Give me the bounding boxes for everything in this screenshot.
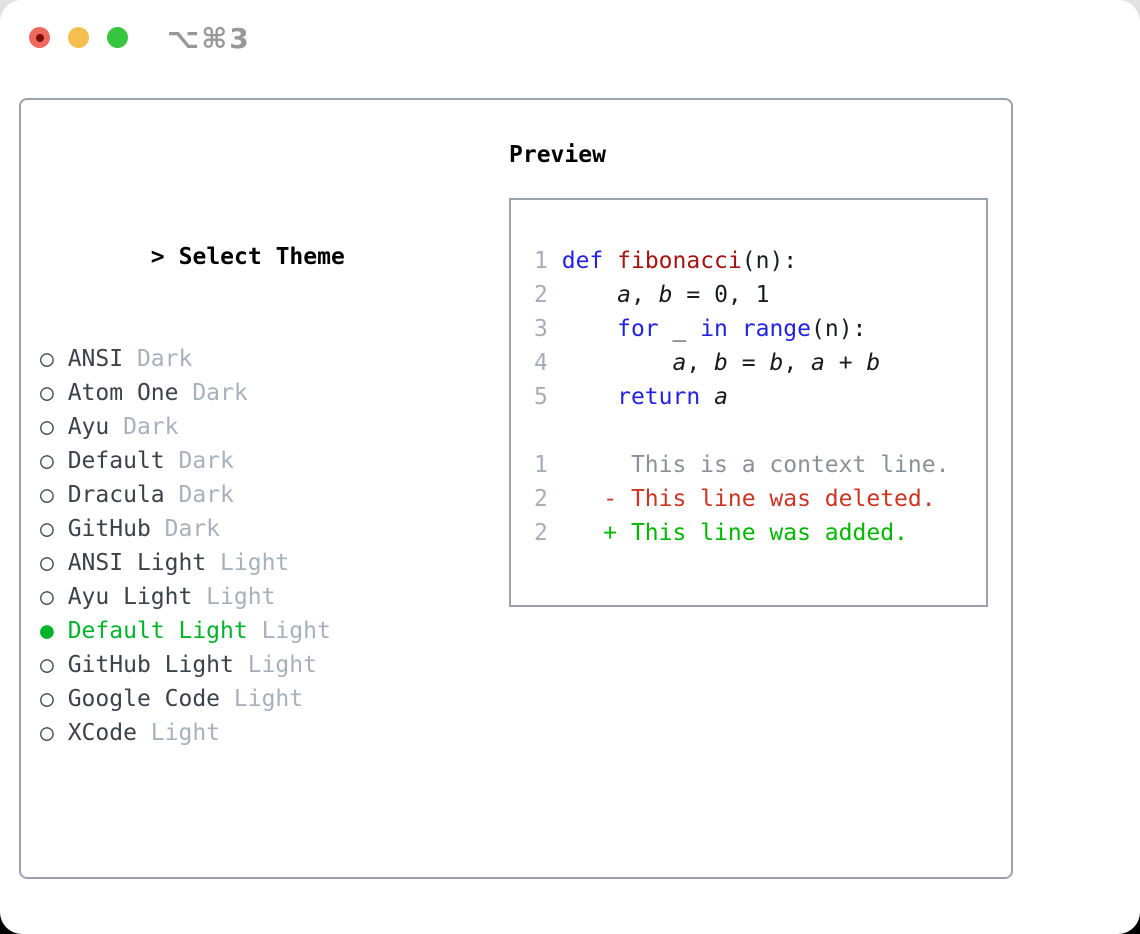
option-label: ANSI Light [67, 550, 207, 576]
option-variant-label: Light [192, 584, 276, 610]
preview-column: Preview 1 def fibonacci(n): 2 a, b = 0, 1… [509, 138, 988, 607]
code-line: 4 a, b = b, a + b [534, 350, 881, 376]
close-button[interactable] [29, 27, 50, 48]
theme-option[interactable]: ○ Dracula Dark [40, 478, 428, 512]
line-number: 3 [534, 316, 548, 342]
radio-icon: ○ [40, 482, 68, 508]
code-line: 3 for _ in range(n): [534, 316, 867, 342]
option-label: Ayu [67, 414, 110, 440]
option-variant-label: Light [136, 720, 221, 746]
radio-icon: ○ [40, 448, 68, 474]
radio-icon: ○ [40, 516, 68, 542]
option-variant-label: Light [206, 550, 290, 576]
option-variant-label: Light [233, 652, 317, 678]
theme-option[interactable]: ○ Google Code Light [40, 682, 428, 716]
radio-icon: ○ [40, 584, 68, 610]
theme-option[interactable]: ○ ANSI Light Light [40, 546, 428, 580]
theme-option[interactable]: ○ GitHub Dark [40, 512, 428, 546]
option-variant-label: Dark [178, 380, 248, 406]
code-line: 5 return a [534, 384, 728, 410]
line-number: 2 [534, 520, 548, 546]
line-number: 2 [534, 486, 548, 512]
radio-icon: ○ [40, 380, 68, 406]
zoom-button[interactable] [107, 27, 128, 48]
theme-option[interactable]: ○ Ayu Dark [40, 410, 428, 444]
option-label: XCode [67, 720, 137, 746]
radio-icon: ○ [40, 414, 68, 440]
preview-code: 1 def fibonacci(n): 2 a, b = 0, 1 3 for _ … [534, 244, 986, 550]
option-variant-label: Dark [150, 516, 221, 542]
code-line: 1 def fibonacci(n): [534, 248, 798, 274]
keyboard-shortcut-label: ⌥⌘3 [167, 22, 251, 55]
line-number: 2 [534, 282, 548, 308]
close-button-dot-icon [35, 33, 44, 42]
option-variant-label: Light [247, 618, 331, 644]
line-number: 1 [534, 452, 548, 478]
preview-box: 1 def fibonacci(n): 2 a, b = 0, 1 3 for _ … [509, 198, 988, 607]
theme-option[interactable]: ○ XCode Light [40, 716, 428, 750]
radio-icon: ○ [40, 550, 68, 576]
theme-option[interactable]: ○ Default Dark [40, 444, 428, 478]
option-label: GitHub [67, 516, 151, 542]
radio-icon: ○ [40, 720, 68, 746]
option-label: Google Code [67, 686, 221, 712]
radio-selected-icon: ● [40, 618, 68, 644]
preview-heading: Preview [509, 142, 606, 168]
apply-to-section: Apply To ● User Settings○ Workspace Sett… [40, 886, 428, 934]
theme-option[interactable]: ○ ANSI Dark [40, 342, 428, 376]
option-variant-label: Dark [109, 414, 179, 440]
code-line: 2 a, b = 0, 1 [534, 282, 770, 308]
window-controls [29, 27, 128, 48]
theme-option[interactable]: ○ Atom One Dark [40, 376, 428, 410]
option-label: ANSI [67, 346, 124, 372]
option-variant-label: Dark [164, 482, 234, 508]
theme-option[interactable]: ○ GitHub Light Light [40, 648, 428, 682]
select-theme-heading: > Select Theme [40, 206, 428, 270]
theme-column: >Select Theme ○ ANSI Dark○ Atom One Dark… [40, 138, 428, 934]
theme-list: ○ ANSI Dark○ Atom One Dark○ Ayu Dark○ De… [40, 342, 428, 750]
radio-icon: ○ [40, 652, 68, 678]
option-label: Atom One [67, 380, 179, 406]
line-number: 4 [534, 350, 548, 376]
focus-marker-icon: > [150, 244, 165, 270]
theme-option[interactable]: ● Default Light Light [40, 614, 428, 648]
theme-picker-panel: >Select Theme ○ ANSI Dark○ Atom One Dark… [19, 98, 1013, 879]
option-label: Dracula [67, 482, 165, 508]
option-variant-label: Dark [164, 448, 234, 474]
code-line: 2 + This line was added. [534, 520, 908, 546]
code-line: 2 - This line was deleted. [534, 486, 936, 512]
code-line: 1 This is a context line. [534, 452, 950, 478]
option-label: GitHub Light [67, 652, 234, 678]
option-label: Default [67, 448, 165, 474]
line-number: 5 [534, 384, 548, 410]
option-variant-label: Dark [123, 346, 193, 372]
option-label: Ayu Light [67, 584, 193, 610]
theme-option[interactable]: ○ Ayu Light Light [40, 580, 428, 614]
option-label: Default Light [67, 618, 248, 644]
minimize-button[interactable] [68, 27, 89, 48]
radio-icon: ○ [40, 686, 68, 712]
line-number: 1 [534, 248, 548, 274]
code-line [534, 414, 986, 448]
select-theme-title: Select Theme [178, 244, 345, 270]
option-variant-label: Light [220, 686, 304, 712]
radio-icon: ○ [40, 346, 68, 372]
